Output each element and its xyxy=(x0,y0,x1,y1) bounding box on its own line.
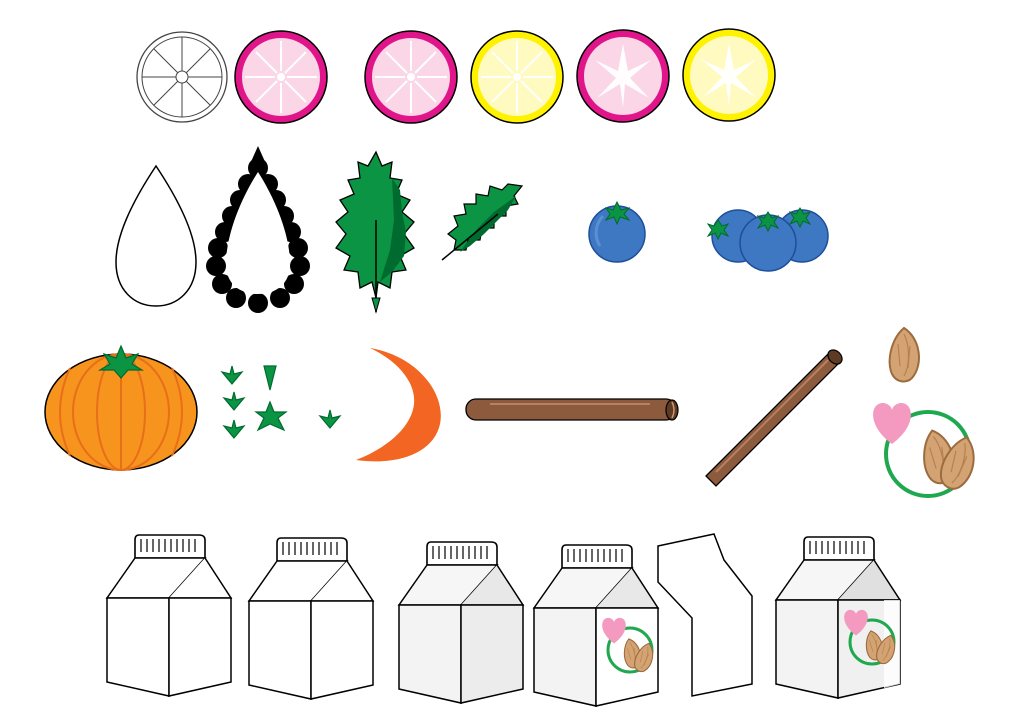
yellow-citrus-slice-star-icon xyxy=(682,28,776,122)
blueberry-icon xyxy=(588,200,646,263)
holly-leaf-icon xyxy=(335,150,415,314)
milk-carton-grey-icon xyxy=(397,541,525,704)
pumpkin-icon xyxy=(44,344,198,471)
milk-carton-outline-icon xyxy=(105,534,233,697)
carton-net-icon xyxy=(657,533,753,697)
drop-outline-icon xyxy=(115,164,197,307)
yellow-citrus-slice-icon xyxy=(470,30,564,124)
pink-citrus-slice-icon xyxy=(364,30,458,124)
milk-carton-almond-icon xyxy=(532,544,660,707)
citrus-slice-outline-icon xyxy=(136,31,228,123)
cinnamon-stick-diagonal-icon xyxy=(705,349,843,487)
holly-leaf-angled-icon xyxy=(441,183,524,261)
sprig-icons xyxy=(221,365,341,439)
pink-citrus-slice-icon xyxy=(234,30,328,124)
almond-icon xyxy=(888,327,920,383)
pink-citrus-slice-star-icon xyxy=(576,29,670,123)
crescent-moon-icon xyxy=(356,348,441,462)
cinnamon-stick-icon xyxy=(465,398,679,421)
blueberry-cluster-icon xyxy=(706,207,829,272)
milk-carton-almond-shaded-icon xyxy=(774,536,902,699)
almond-heart-logo-icon xyxy=(873,403,982,498)
milk-carton-outline-icon xyxy=(247,537,375,700)
